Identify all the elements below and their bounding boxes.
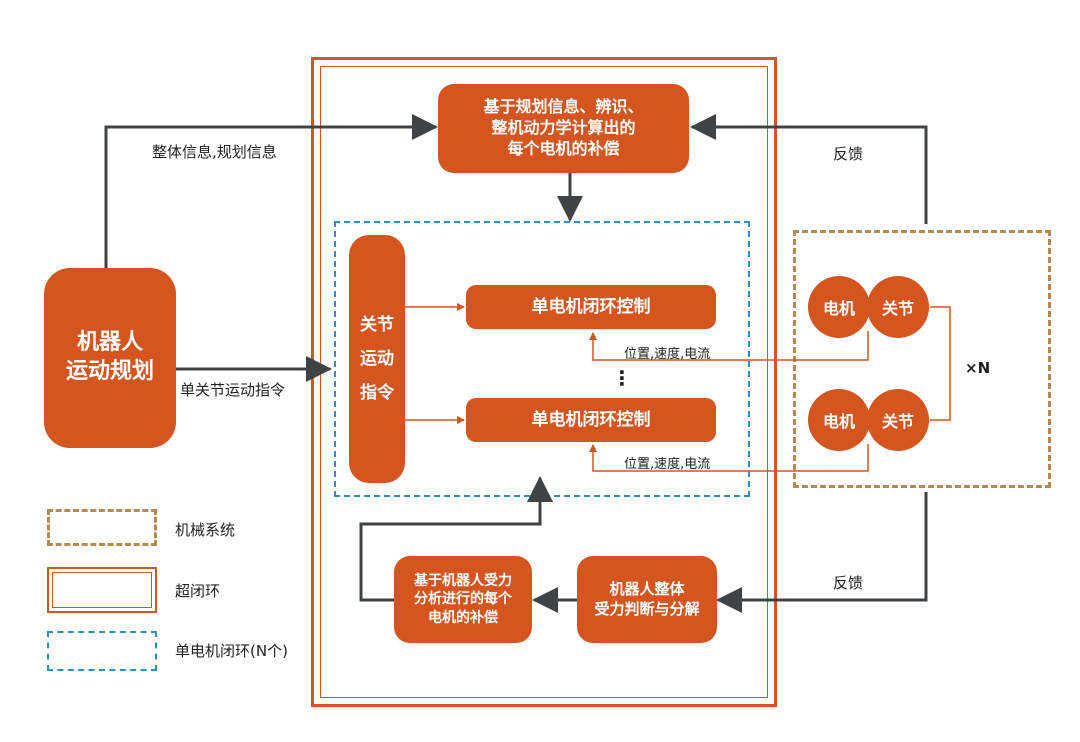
- state-feedback-label-2: 位置,速度,电流: [624, 457, 711, 472]
- force-compensation-box: 基于机器人受力分析进行的每个电机的补偿: [394, 556, 532, 643]
- joint-motion-command-box: 关节运动指令: [349, 235, 405, 483]
- top-compensation-box: 基于规划信息、辨识、整机动力学计算出的每个电机的补偿: [438, 84, 689, 173]
- super-loop-inner-frame: [320, 66, 768, 698]
- legend-motor-loop-swatch: [47, 631, 157, 671]
- mechanical-system-frame: [793, 230, 1051, 488]
- legend-super-loop-swatch: [47, 567, 157, 613]
- motor-closed-loop-control-2: 单电机闭环控制: [466, 398, 716, 442]
- joint-circle-2: 关节: [867, 389, 929, 451]
- times-n-label: ×N: [965, 359, 991, 377]
- motor-circle-1: 电机: [808, 276, 870, 338]
- feedback-top-label: 反馈: [833, 145, 864, 163]
- legend-super-loop-label: 超闭环: [175, 582, 221, 600]
- robot-motion-planning-box: 机器人运动规划: [44, 268, 176, 448]
- legend-mechanical-swatch: [47, 509, 157, 546]
- legend-mechanical-label: 机械系统: [175, 521, 236, 539]
- motor-circle-2: 电机: [808, 389, 870, 451]
- force-judgement-box: 机器人整体受力判断与分解: [577, 556, 717, 643]
- overall-info-label: 整体信息,规划信息: [152, 143, 277, 161]
- legend-motor-loop-label: 单电机闭环(N个): [175, 642, 288, 660]
- super-loop-outer-frame: [311, 57, 777, 707]
- joint-circle-1: 关节: [867, 276, 929, 338]
- feedback-bottom-label: 反馈: [833, 574, 864, 592]
- single-joint-command-label: 单关节运动指令: [180, 381, 286, 399]
- ellipsis-label: ⋮: [612, 366, 632, 390]
- motor-closed-loop-control-1: 单电机闭环控制: [466, 285, 716, 329]
- state-feedback-label-1: 位置,速度,电流: [624, 347, 711, 362]
